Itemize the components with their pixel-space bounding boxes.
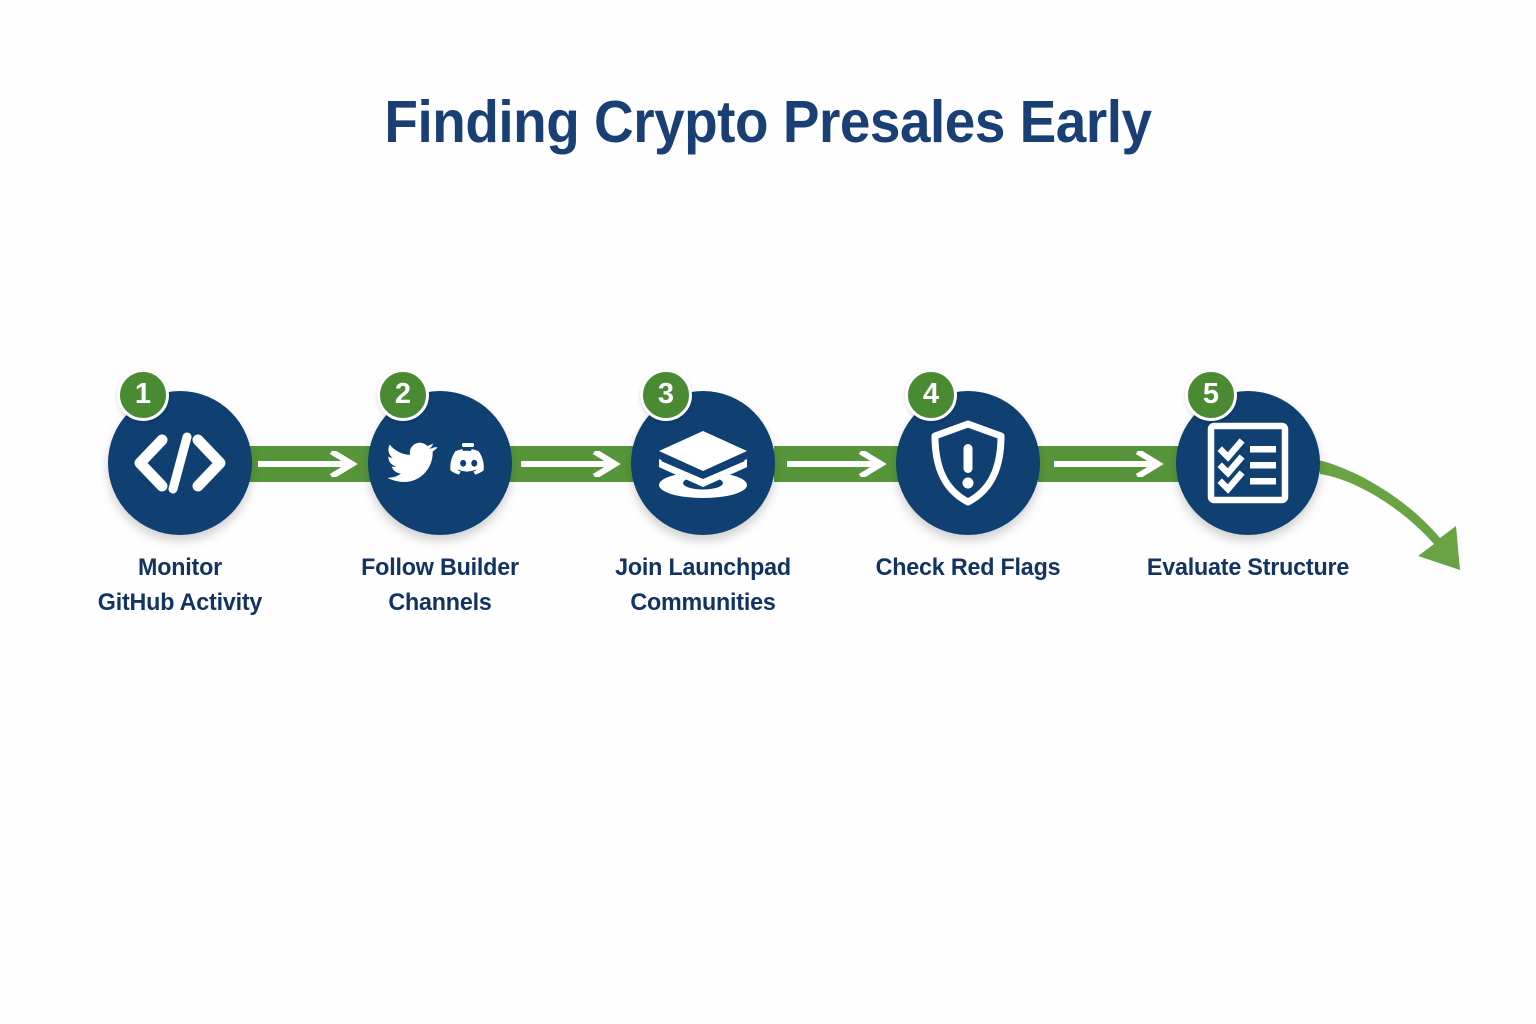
- checklist-icon: [1207, 422, 1289, 504]
- step-5-label-line1: Evaluate Structure: [1146, 554, 1350, 581]
- step-2-label-line2: Channels: [388, 588, 492, 616]
- curved-arrow-down-right-icon: [1318, 460, 1460, 570]
- step-3-label-line1: Join Launchpad: [615, 554, 791, 581]
- arrow-right-icon: [1053, 451, 1164, 477]
- step-1-number: 1: [134, 377, 152, 410]
- step-1-icon-circle: [108, 391, 252, 535]
- step-2-label: Follow Builder Channels: [313, 551, 568, 621]
- process-step-5[interactable]: 5 Evaluate Structure: [1147, 369, 1349, 581]
- step-4-number-badge: 4: [905, 369, 957, 421]
- process-step-1[interactable]: 1 Monitor GitHub Activity: [98, 369, 262, 616]
- step-1-label-line1: Monitor: [138, 554, 222, 581]
- step-1-number-badge: 1: [117, 369, 169, 421]
- step-5-number: 5: [1202, 377, 1220, 410]
- connector-arrow-4: [1038, 446, 1183, 482]
- step-2-label-line1: Follow Builder: [361, 554, 519, 581]
- step-3-icon-circle: [631, 391, 775, 535]
- stacked-layers-platform-icon: [659, 431, 747, 498]
- process-step-4[interactable]: 4 Check Red Flags: [876, 369, 1061, 581]
- connector-arrow-1: [246, 446, 374, 482]
- step-3-number: 3: [657, 377, 675, 410]
- process-step-3[interactable]: 3 Join Launchpad Communities: [615, 369, 791, 616]
- step-5-label: Evaluate Structure: [1121, 551, 1376, 586]
- arrow-right-icon: [787, 451, 887, 477]
- connector-arrow-3: [774, 446, 904, 482]
- step-4-number: 4: [922, 377, 940, 410]
- shield-warning-icon: [931, 420, 1005, 506]
- step-1-label-line2: GitHub Activity: [97, 588, 263, 616]
- arrow-right-icon: [258, 451, 358, 477]
- step-3-label: Join Launchpad Communities: [576, 551, 831, 621]
- step-2-number: 2: [394, 377, 412, 410]
- step-3-number-badge: 3: [640, 369, 692, 421]
- connector-arrow-2: [509, 446, 637, 482]
- step-4-label-line1: Check Red Flags: [875, 554, 1061, 581]
- step-5-number-badge: 5: [1185, 369, 1237, 421]
- step-2-number-badge: 2: [377, 369, 429, 421]
- step-1-label: Monitor GitHub Activity: [53, 551, 308, 621]
- step-4-label: Check Red Flags: [841, 551, 1096, 586]
- twitter-discord-icon: [388, 442, 484, 483]
- page-title: Finding Crypto Presales Early: [384, 89, 1152, 155]
- arrow-right-icon: [521, 451, 621, 477]
- process-step-2[interactable]: 2 Follow Builder Channels: [361, 369, 519, 616]
- code-brackets-icon: [134, 432, 226, 494]
- step-3-label-line2: Communities: [630, 588, 776, 616]
